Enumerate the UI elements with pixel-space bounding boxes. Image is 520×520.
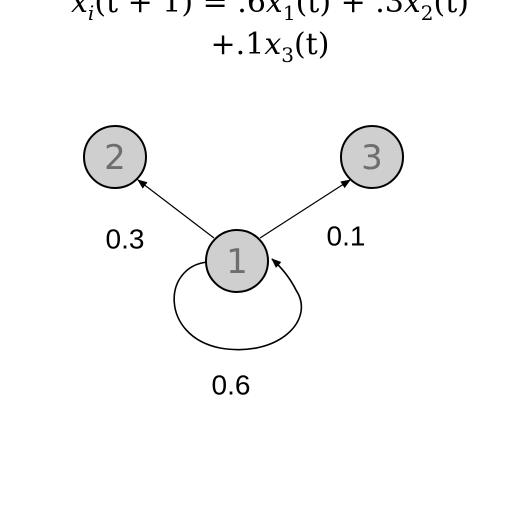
equation-line-1: xi(t + 1) = .6x1(t) + .3x2(t) bbox=[71, 0, 469, 25]
eq-t3-sub: 3 bbox=[281, 43, 294, 67]
weight-label-1-to-3: 0.1 bbox=[327, 221, 366, 252]
eq-t1-sub: 1 bbox=[283, 1, 296, 25]
node-3: 3 bbox=[340, 125, 404, 189]
node-2: 2 bbox=[83, 125, 147, 189]
eq-t3-arg: (t) bbox=[294, 27, 329, 62]
eq-line2-prefix: +.1 bbox=[211, 27, 265, 62]
node-1: 1 bbox=[205, 229, 269, 293]
node-3-label: 3 bbox=[361, 138, 383, 178]
eq-t2-arg: (t) bbox=[434, 0, 469, 20]
equation-line-2: +.1x3(t) bbox=[211, 27, 330, 67]
eq-lhs-arg: (t + 1) = .6 bbox=[94, 0, 266, 20]
node-1-circle bbox=[205, 229, 269, 293]
edge-1-self-loop bbox=[173, 258, 303, 351]
node-2-circle bbox=[83, 125, 147, 189]
eq-lhs-var: x bbox=[71, 0, 88, 20]
eq-t2-var: x bbox=[404, 0, 421, 20]
eq-t1-arg: (t) + .3 bbox=[296, 0, 404, 20]
node-2-label: 2 bbox=[104, 138, 126, 178]
edge-1-to-2 bbox=[137, 179, 215, 239]
weight-label-1-to-2: 0.3 bbox=[106, 224, 145, 255]
eq-lhs-sub: i bbox=[88, 1, 94, 25]
eq-t3-var: x bbox=[264, 27, 281, 62]
node-3-circle bbox=[340, 125, 404, 189]
node-1-label: 1 bbox=[226, 242, 248, 282]
weight-label-self-loop: 0.6 bbox=[212, 370, 251, 401]
edge-1-to-3 bbox=[259, 179, 351, 239]
eq-t1-var: x bbox=[266, 0, 283, 20]
eq-t2-sub: 2 bbox=[421, 1, 434, 25]
